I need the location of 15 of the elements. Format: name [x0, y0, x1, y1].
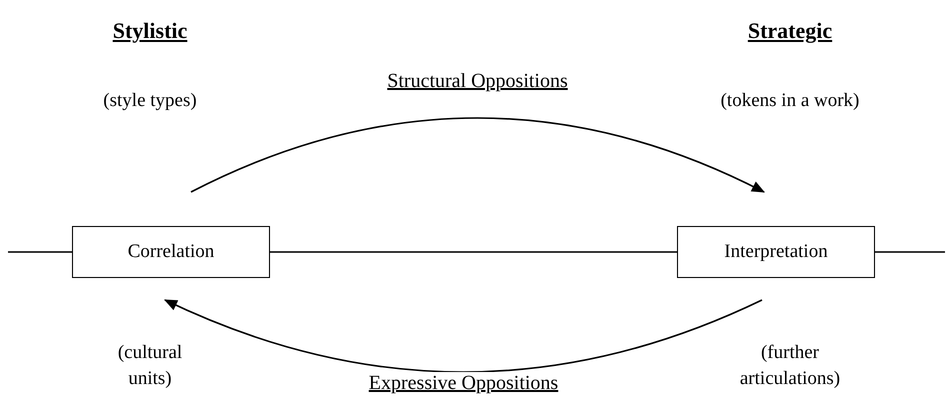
note-text: (further articulations): [738, 341, 842, 391]
curved-arrow: [164, 299, 762, 373]
edge-label: Expressive Oppositions: [366, 372, 562, 395]
connector-line: [8, 251, 72, 253]
process-box: Correlation: [72, 226, 270, 278]
edge-label: Structural Oppositions: [384, 70, 571, 93]
curved-arrow: [190, 117, 765, 193]
connector-line: [875, 251, 945, 253]
note-text: (cultural units): [116, 341, 184, 391]
process-box: Interpretation: [677, 226, 875, 278]
note-text: (tokens in a work): [720, 89, 860, 113]
column-heading: Stylistic: [112, 17, 188, 45]
column-heading: Strategic: [748, 17, 832, 45]
connector-line: [270, 251, 677, 253]
note-text: (style types): [102, 89, 198, 113]
